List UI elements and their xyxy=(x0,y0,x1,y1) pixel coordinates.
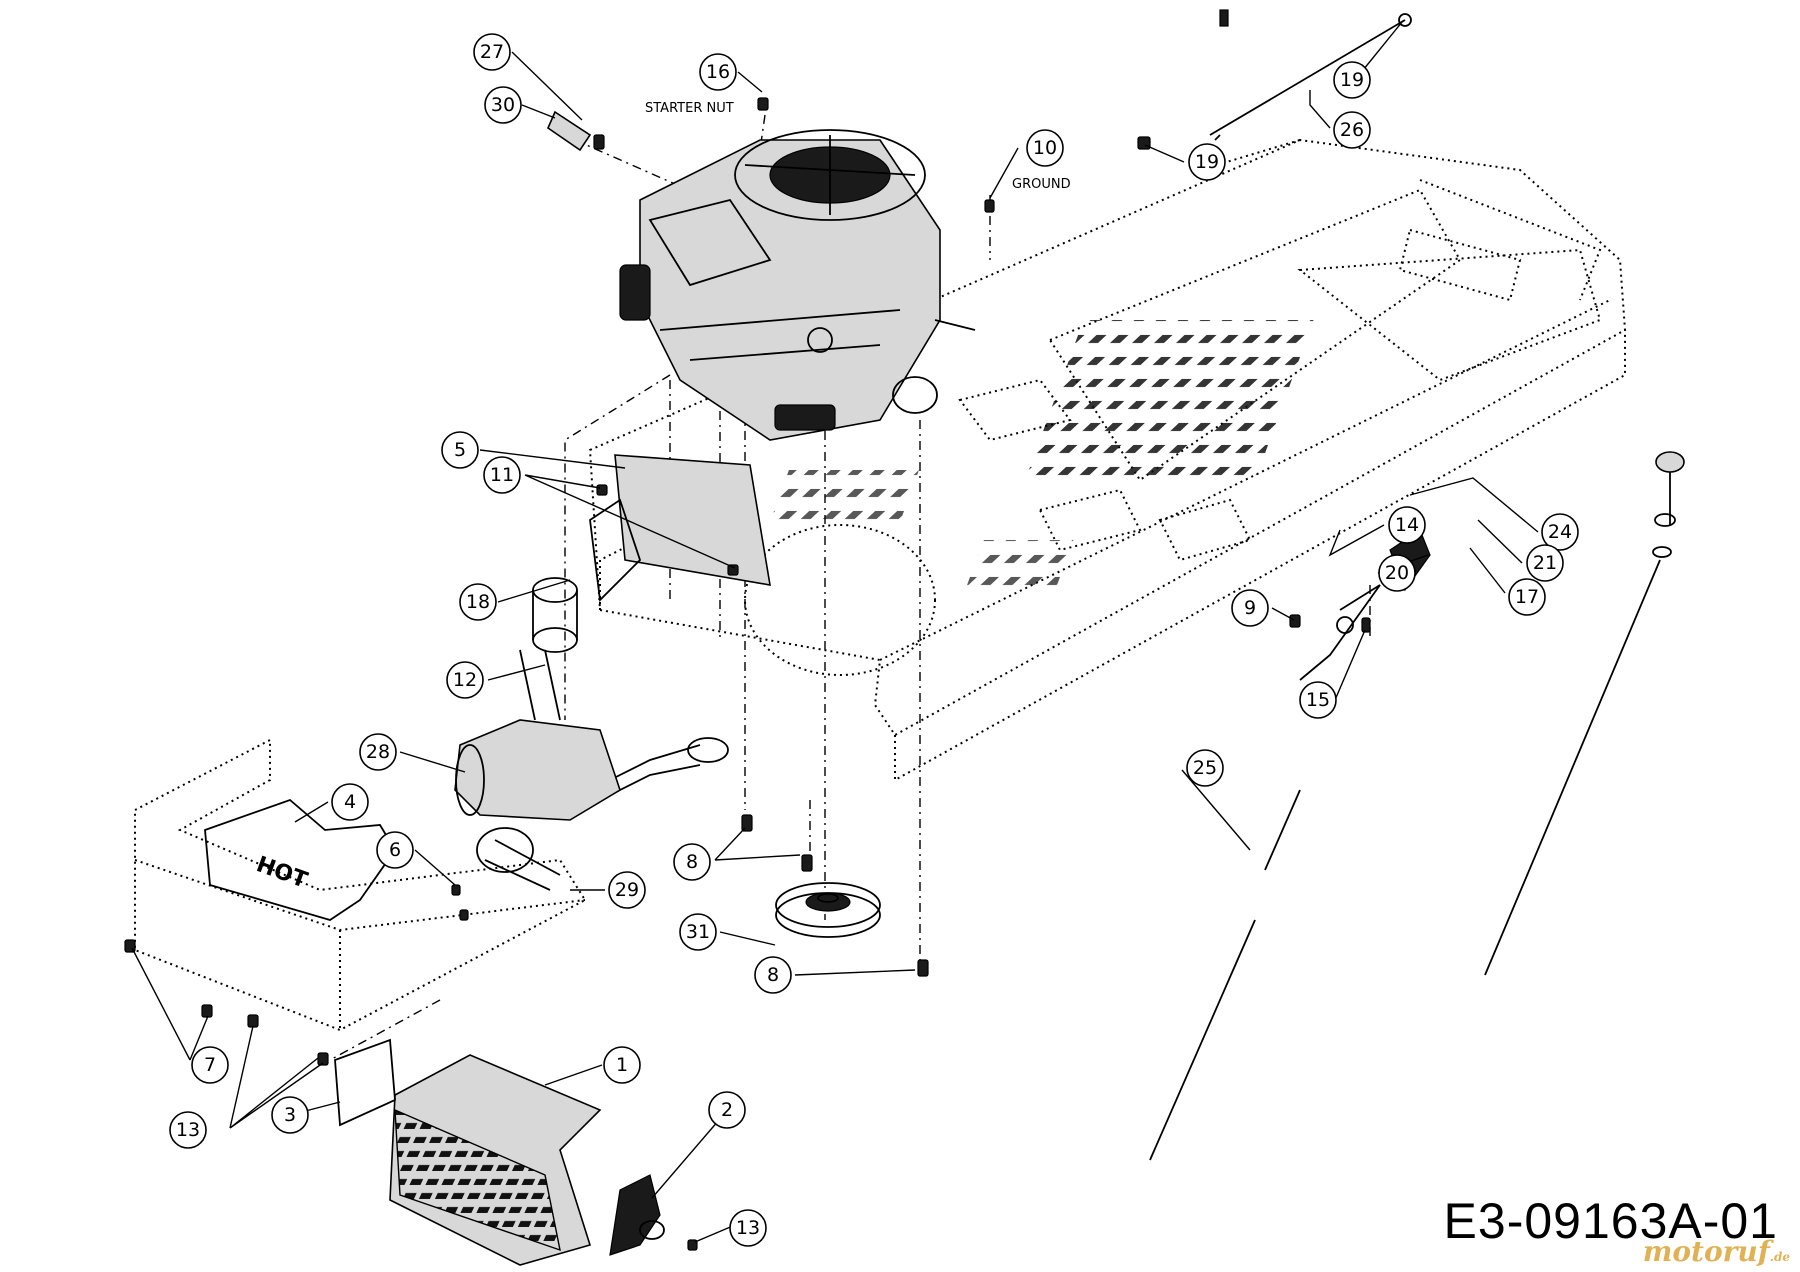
callout-19a: 19 xyxy=(1333,61,1371,99)
svg-text:25: 25 xyxy=(1193,757,1217,779)
svg-text:8: 8 xyxy=(767,964,779,986)
callout-2: 2 xyxy=(708,1091,746,1129)
callout-30: 30 xyxy=(484,86,522,124)
callout-13a: 13 xyxy=(169,1111,207,1149)
callout-8a: 8 xyxy=(673,843,711,881)
throttle-bracket xyxy=(1299,529,1431,681)
callout-18: 18 xyxy=(459,583,497,621)
callout-11: 11 xyxy=(483,456,521,494)
pulley xyxy=(775,882,881,938)
svg-text:10: 10 xyxy=(1033,137,1057,159)
callout-16: 16 xyxy=(699,53,737,91)
callout-1: 1 xyxy=(603,1046,641,1084)
svg-text:28: 28 xyxy=(366,741,390,763)
callout-19b: 19 xyxy=(1188,143,1226,181)
callout-10: 10 xyxy=(1026,129,1064,167)
callout-7: 7 xyxy=(191,1046,229,1084)
svg-text:2: 2 xyxy=(721,1099,733,1121)
dipstick-and-tubes xyxy=(1149,13,1685,1161)
callout-14: 14 xyxy=(1388,506,1426,544)
heat-shield xyxy=(589,454,771,602)
callouts: 27 30 16 10 19 19 26 5 11 18 12 28 4 6 2… xyxy=(169,33,1579,1247)
callout-21: 21 xyxy=(1526,544,1564,582)
callout-12: 12 xyxy=(446,661,484,699)
callout-17: 17 xyxy=(1508,578,1546,616)
watermark-tld: .de xyxy=(1769,1250,1790,1264)
svg-text:5: 5 xyxy=(454,439,466,461)
svg-text:30: 30 xyxy=(491,94,515,116)
svg-text:4: 4 xyxy=(344,791,356,813)
callout-5: 5 xyxy=(441,431,479,469)
callout-31: 31 xyxy=(679,913,717,951)
starter-nut-label: STARTER NUT xyxy=(645,101,734,116)
callout-29: 29 xyxy=(608,871,646,909)
ground-label: GROUND xyxy=(1012,177,1071,192)
watermark-name: motoruf xyxy=(1642,1235,1770,1268)
watermark-logo: motoruf.de xyxy=(1643,1235,1790,1268)
callout-20: 20 xyxy=(1378,554,1416,592)
svg-text:18: 18 xyxy=(466,591,490,613)
svg-text:20: 20 xyxy=(1385,562,1409,584)
svg-text:14: 14 xyxy=(1395,514,1419,536)
svg-text:29: 29 xyxy=(615,879,639,901)
svg-text:24: 24 xyxy=(1548,521,1572,543)
svg-text:19: 19 xyxy=(1195,151,1219,173)
svg-text:27: 27 xyxy=(480,41,504,63)
callout-24: 24 xyxy=(1541,513,1579,551)
hot-decal-text: HOT xyxy=(253,852,311,893)
svg-text:17: 17 xyxy=(1515,586,1539,608)
svg-text:8: 8 xyxy=(686,851,698,873)
callout-6: 6 xyxy=(376,831,414,869)
callout-9: 9 xyxy=(1231,589,1269,627)
svg-text:9: 9 xyxy=(1244,597,1256,619)
svg-text:13: 13 xyxy=(736,1217,760,1239)
svg-text:31: 31 xyxy=(686,921,710,943)
engine xyxy=(619,9,1229,441)
svg-text:1: 1 xyxy=(616,1054,628,1076)
svg-text:3: 3 xyxy=(284,1104,296,1126)
svg-text:7: 7 xyxy=(204,1054,216,1076)
callout-4: 4 xyxy=(331,783,369,821)
callout-26: 26 xyxy=(1333,111,1371,149)
svg-text:11: 11 xyxy=(490,464,514,486)
callout-25: 25 xyxy=(1186,749,1224,787)
grille-assembly xyxy=(334,1038,665,1266)
svg-text:16: 16 xyxy=(706,61,730,83)
svg-text:15: 15 xyxy=(1306,689,1330,711)
callout-27: 27 xyxy=(473,33,511,71)
svg-text:6: 6 xyxy=(389,839,401,861)
leader-lines xyxy=(131,21,1539,1243)
svg-text:19: 19 xyxy=(1340,69,1364,91)
exhaust-assembly xyxy=(454,577,729,891)
fasteners xyxy=(124,97,1371,1251)
callout-8b: 8 xyxy=(754,956,792,994)
callout-15: 15 xyxy=(1299,681,1337,719)
callout-3: 3 xyxy=(271,1096,309,1134)
callout-13b: 13 xyxy=(729,1209,767,1247)
svg-text:12: 12 xyxy=(453,669,477,691)
svg-text:26: 26 xyxy=(1340,119,1364,141)
callout-28: 28 xyxy=(359,733,397,771)
drawing-number: E3-09163A-01 xyxy=(1443,1193,1778,1249)
chassis-frame xyxy=(588,138,1627,782)
svg-text:21: 21 xyxy=(1533,552,1557,574)
svg-text:13: 13 xyxy=(176,1119,200,1141)
